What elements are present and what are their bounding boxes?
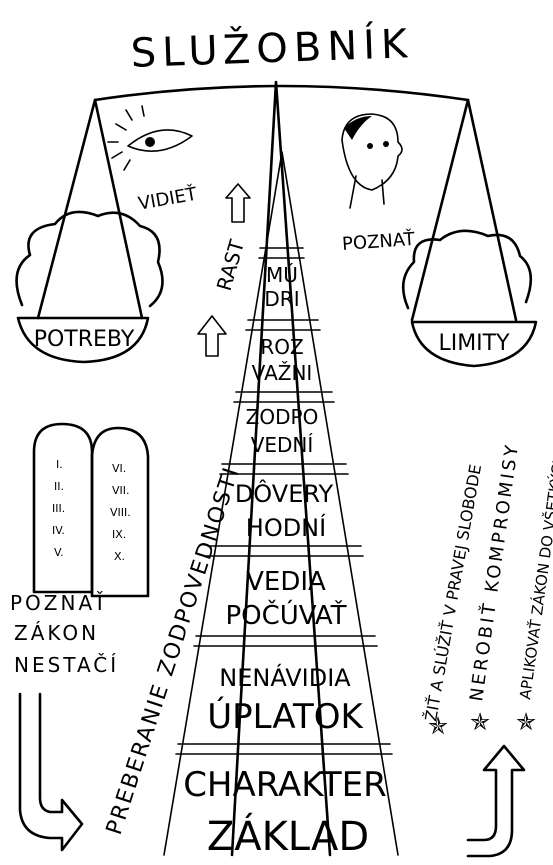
tablet-numeral: VIII. — [110, 506, 131, 519]
star-icon: ✯ — [516, 708, 536, 736]
step-label-line1: NENÁVIDIA — [219, 663, 351, 692]
tablet-numeral: I. — [56, 458, 63, 471]
left-pan-label: POTREBY — [34, 327, 135, 352]
step-label-line1: CHARAKTER — [183, 765, 387, 805]
step-label-line2: VAŽNI — [252, 361, 313, 385]
law-note-line3: NESTAČÍ — [14, 653, 119, 677]
ladder-step-4: DÔVERY HODNÍ — [235, 478, 334, 542]
tablet-numeral: II. — [54, 480, 64, 493]
tablet-left-numerals: I. II. III. IV. V. — [52, 458, 65, 559]
step-label-line1: ROZ — [260, 335, 303, 359]
ladder-step-1: MÚ DRI — [264, 263, 299, 311]
step-label-line1: MÚ — [266, 263, 298, 287]
tablet-numeral: X. — [114, 550, 125, 563]
title: SLUŽOBNÍK — [130, 19, 414, 77]
left-pan-bag — [17, 212, 163, 306]
right-curved-arrow-icon — [468, 746, 524, 856]
step-label-line2: ZÁKLAD — [207, 812, 369, 860]
left-pan-action: VIDIEŤ — [136, 183, 199, 215]
balance-beam — [95, 86, 468, 100]
star-icon: ✯ — [470, 708, 490, 736]
growth-arrow-lower-icon — [198, 316, 226, 356]
tablet-numeral: VII. — [112, 484, 130, 497]
tablet-right-numerals: VI. VII. VIII. IX. X. — [110, 462, 131, 563]
step-label-line1: ZODPO — [246, 405, 319, 429]
ladder-step-6: NENÁVIDIA ÚPLATOK — [207, 663, 364, 737]
ladder-step-5: VEDIA POČÚVAŤ — [225, 567, 346, 631]
tablet-numeral: V. — [54, 546, 64, 559]
growth-arrow-up-icon — [226, 184, 250, 222]
growth-label: RAST — [212, 236, 250, 293]
right-pan-label: LIMITY — [438, 331, 510, 356]
law-note-line1: POZNAŤ — [10, 591, 109, 615]
tablet-numeral: III. — [52, 502, 65, 515]
step-label-line2: VEDNÍ — [251, 433, 314, 457]
step-label-line1: VEDIA — [246, 567, 326, 597]
tablet-numeral: VI. — [112, 462, 126, 475]
step-label-line2: DRI — [264, 287, 299, 311]
step-label-line1: DÔVERY — [235, 478, 334, 508]
head-icon — [342, 114, 402, 208]
step-label-line2: ÚPLATOK — [207, 696, 364, 737]
star-icon: ✯ — [428, 712, 448, 740]
tablet-numeral: IX. — [112, 528, 126, 541]
left-pan-strings — [38, 100, 142, 318]
right-text-3: APLIKOVAŤ ZÁKON DO VŠETKÝCH VZŤAHOV — [515, 375, 553, 700]
right-pan-action: POZNAŤ — [341, 228, 416, 255]
step-label-line2: HODNÍ — [246, 513, 326, 542]
step-label-line2: POČÚVAŤ — [225, 599, 346, 631]
left-curved-arrow-icon — [20, 694, 82, 850]
right-pan-strings — [412, 100, 516, 320]
law-note-line2: ZÁKON — [14, 621, 99, 645]
eye-icon — [108, 106, 192, 170]
ladder-step-7: CHARAKTER ZÁKLAD — [183, 765, 387, 860]
tablet-numeral: IV. — [52, 524, 65, 537]
